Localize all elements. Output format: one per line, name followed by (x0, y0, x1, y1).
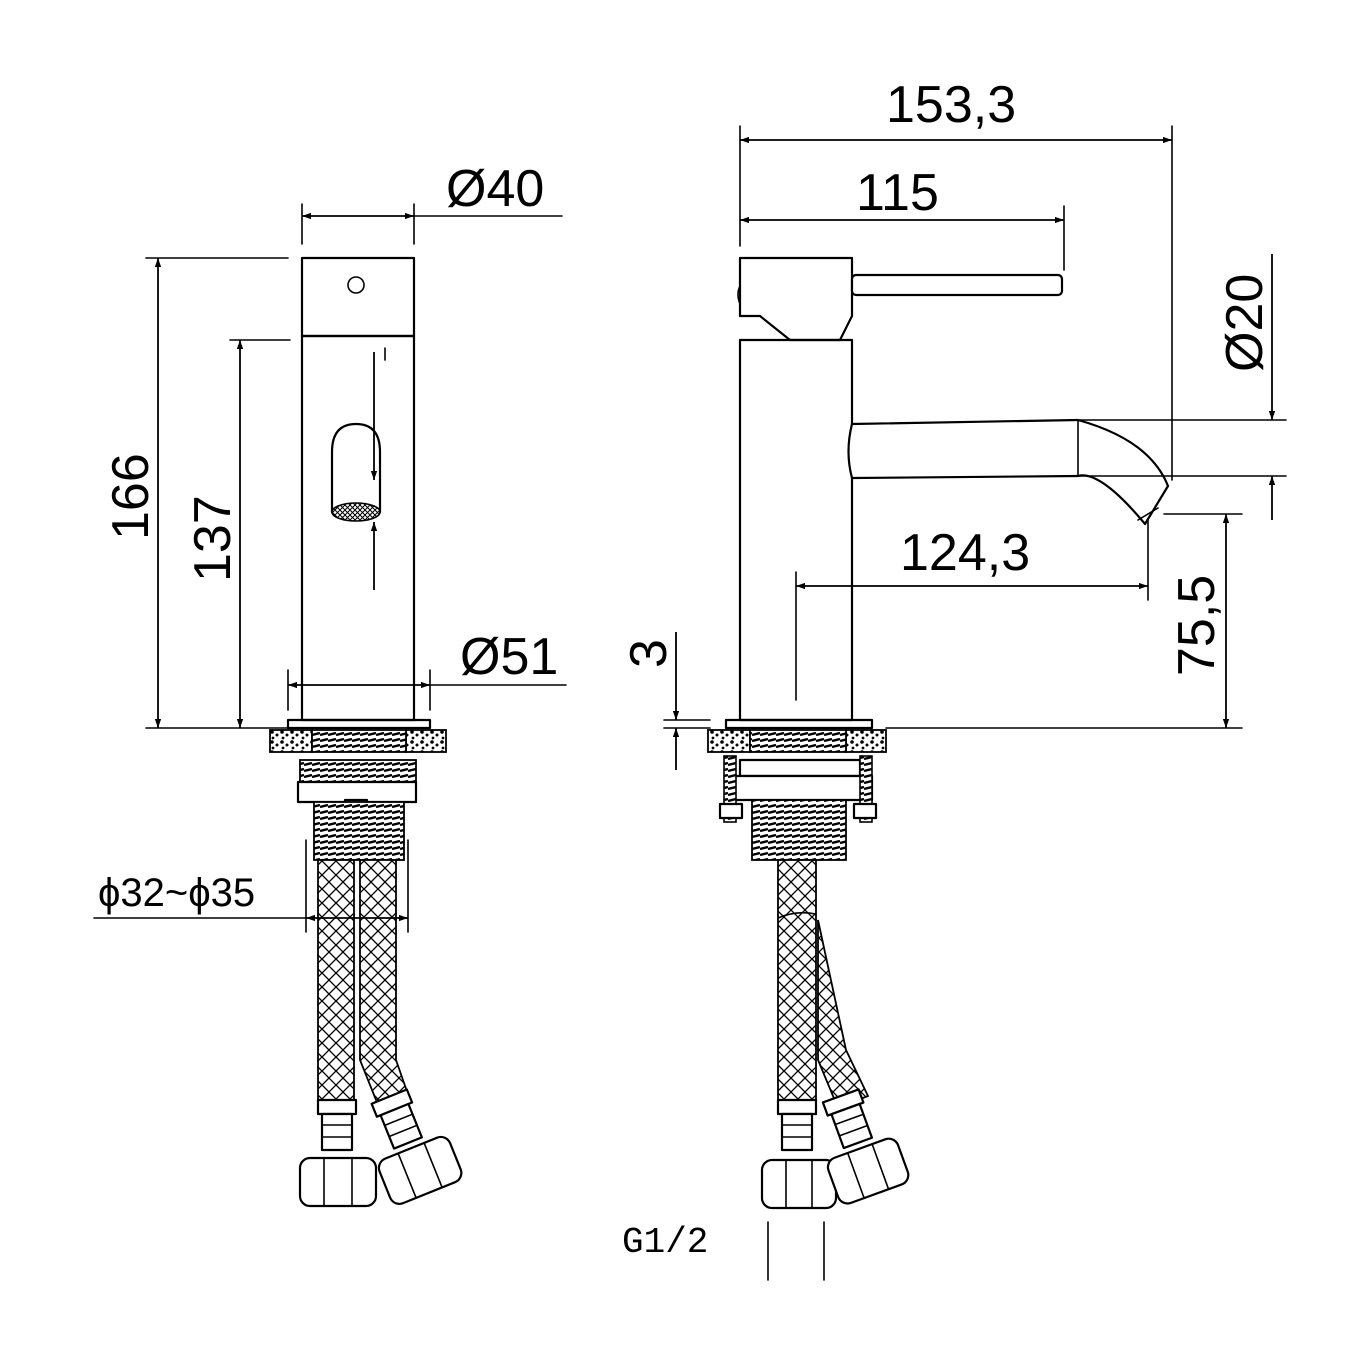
mounting-shank (313, 801, 405, 861)
dim-base-thickness: 3 (620, 639, 678, 668)
dim-hole-range: ϕ32~ϕ35 (98, 871, 255, 915)
dim-spout-diameter: Ø20 (1216, 274, 1274, 372)
side-hose-back (817, 919, 870, 1110)
front-view: Ø40 Ø51 166 137 ϕ32~ϕ35 (93, 160, 567, 1208)
dim-top-diameter: Ø40 (446, 160, 544, 218)
hose-right (359, 859, 412, 1112)
connection-thread-label: G1/2 (622, 1222, 708, 1263)
dim-handle-length: 115 (856, 164, 939, 222)
base-plate (286, 718, 432, 730)
handle-body (738, 256, 854, 342)
aerator (331, 502, 381, 522)
faucet-body (300, 334, 416, 722)
dim-spout-reach: 124,3 (900, 524, 1030, 582)
dim-body-height: 137 (184, 495, 242, 582)
side-view: 153,3 115 Ø20 124,3 75,5 3 G1/2 (620, 76, 1287, 1281)
side-hose-front (777, 859, 817, 1101)
side-hex-nut-front (760, 1158, 838, 1210)
side-spout (847, 418, 1170, 526)
base-gasket-right (405, 729, 447, 753)
hex-nut-left (298, 1156, 378, 1208)
spout-outlet (330, 422, 382, 514)
dim-total-length: 153,3 (886, 76, 1016, 134)
mounting-nut (299, 759, 417, 783)
hose-left (317, 859, 355, 1101)
hex-nut-right (377, 1135, 463, 1205)
dim-total-height: 166 (102, 453, 160, 540)
side-hex-nut-back (826, 1137, 910, 1205)
dim-outlet-height: 75,5 (1168, 575, 1226, 676)
handle-lever (850, 273, 1064, 297)
base-gasket-left (269, 729, 313, 753)
base-gasket-center (311, 729, 407, 753)
handle-cap (300, 256, 416, 338)
handle-hole (347, 276, 365, 294)
dim-base-diameter: Ø51 (460, 628, 558, 686)
